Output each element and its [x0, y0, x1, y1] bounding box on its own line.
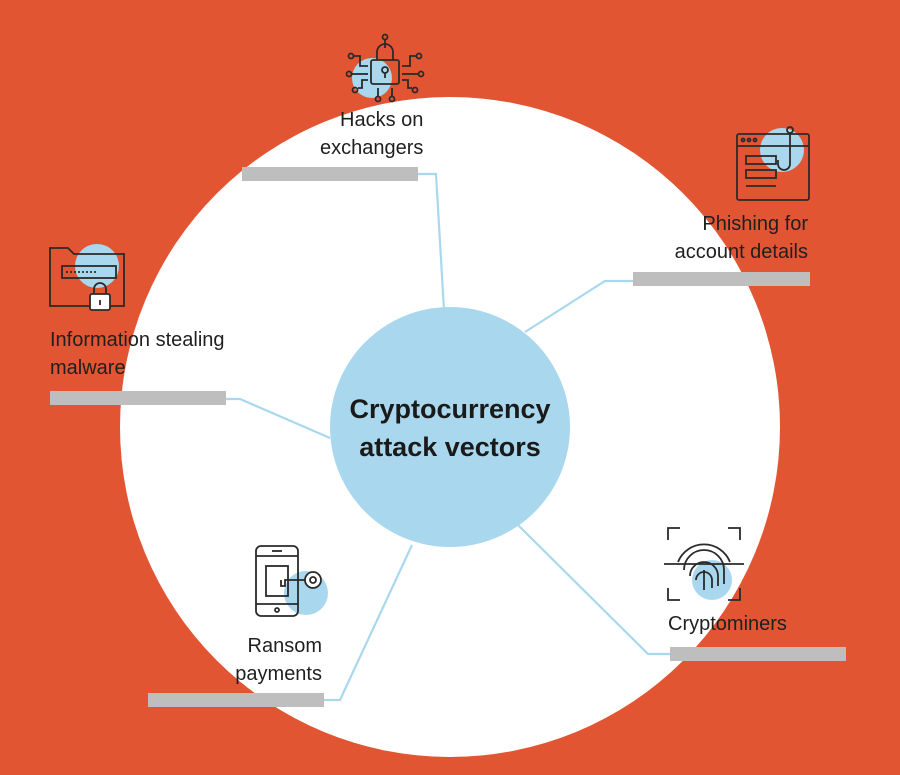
- label-malware-line2: malware: [50, 357, 126, 379]
- label-hacks: Hacks on exchangers: [320, 106, 423, 162]
- label-phishing-line1: Phishing for: [702, 213, 808, 235]
- label-phishing-line2: account details: [674, 241, 808, 263]
- label-malware-line1: Information stealing: [50, 329, 225, 351]
- connector-hacks: [418, 172, 446, 311]
- label-ransom: Ransom payments: [200, 632, 322, 688]
- bar-malware: [50, 391, 226, 405]
- connector-miners: [517, 524, 670, 656]
- center-hub: [330, 307, 570, 547]
- label-ransom-line2: payments: [235, 663, 322, 685]
- label-phishing: Phishing for account details: [675, 210, 808, 266]
- label-miners-line1: Cryptominers: [668, 613, 787, 635]
- phone-key-icon: [255, 545, 328, 617]
- bar-hacks: [242, 167, 418, 181]
- padlock-circuit-icon: [345, 33, 425, 103]
- label-ransom-line1: Ransom: [247, 635, 322, 657]
- label-hacks-line2: exchangers: [320, 137, 424, 159]
- label-malware: Information stealing malware: [50, 326, 225, 382]
- center-title-line1: Cryptocurrency: [349, 394, 551, 424]
- browser-hook-icon: [736, 126, 810, 201]
- center-title: Cryptocurrency attack vectors: [330, 390, 570, 466]
- locked-folder-icon: [49, 244, 125, 311]
- label-miners: Cryptominers: [668, 610, 787, 638]
- center-title-line2: attack vectors: [359, 432, 541, 462]
- label-hacks-line1: Hacks on: [340, 109, 424, 131]
- bar-phishing: [633, 272, 810, 286]
- fingerprint-scan-icon: [664, 527, 744, 601]
- bar-ransom: [148, 693, 324, 707]
- bar-miners: [670, 647, 846, 661]
